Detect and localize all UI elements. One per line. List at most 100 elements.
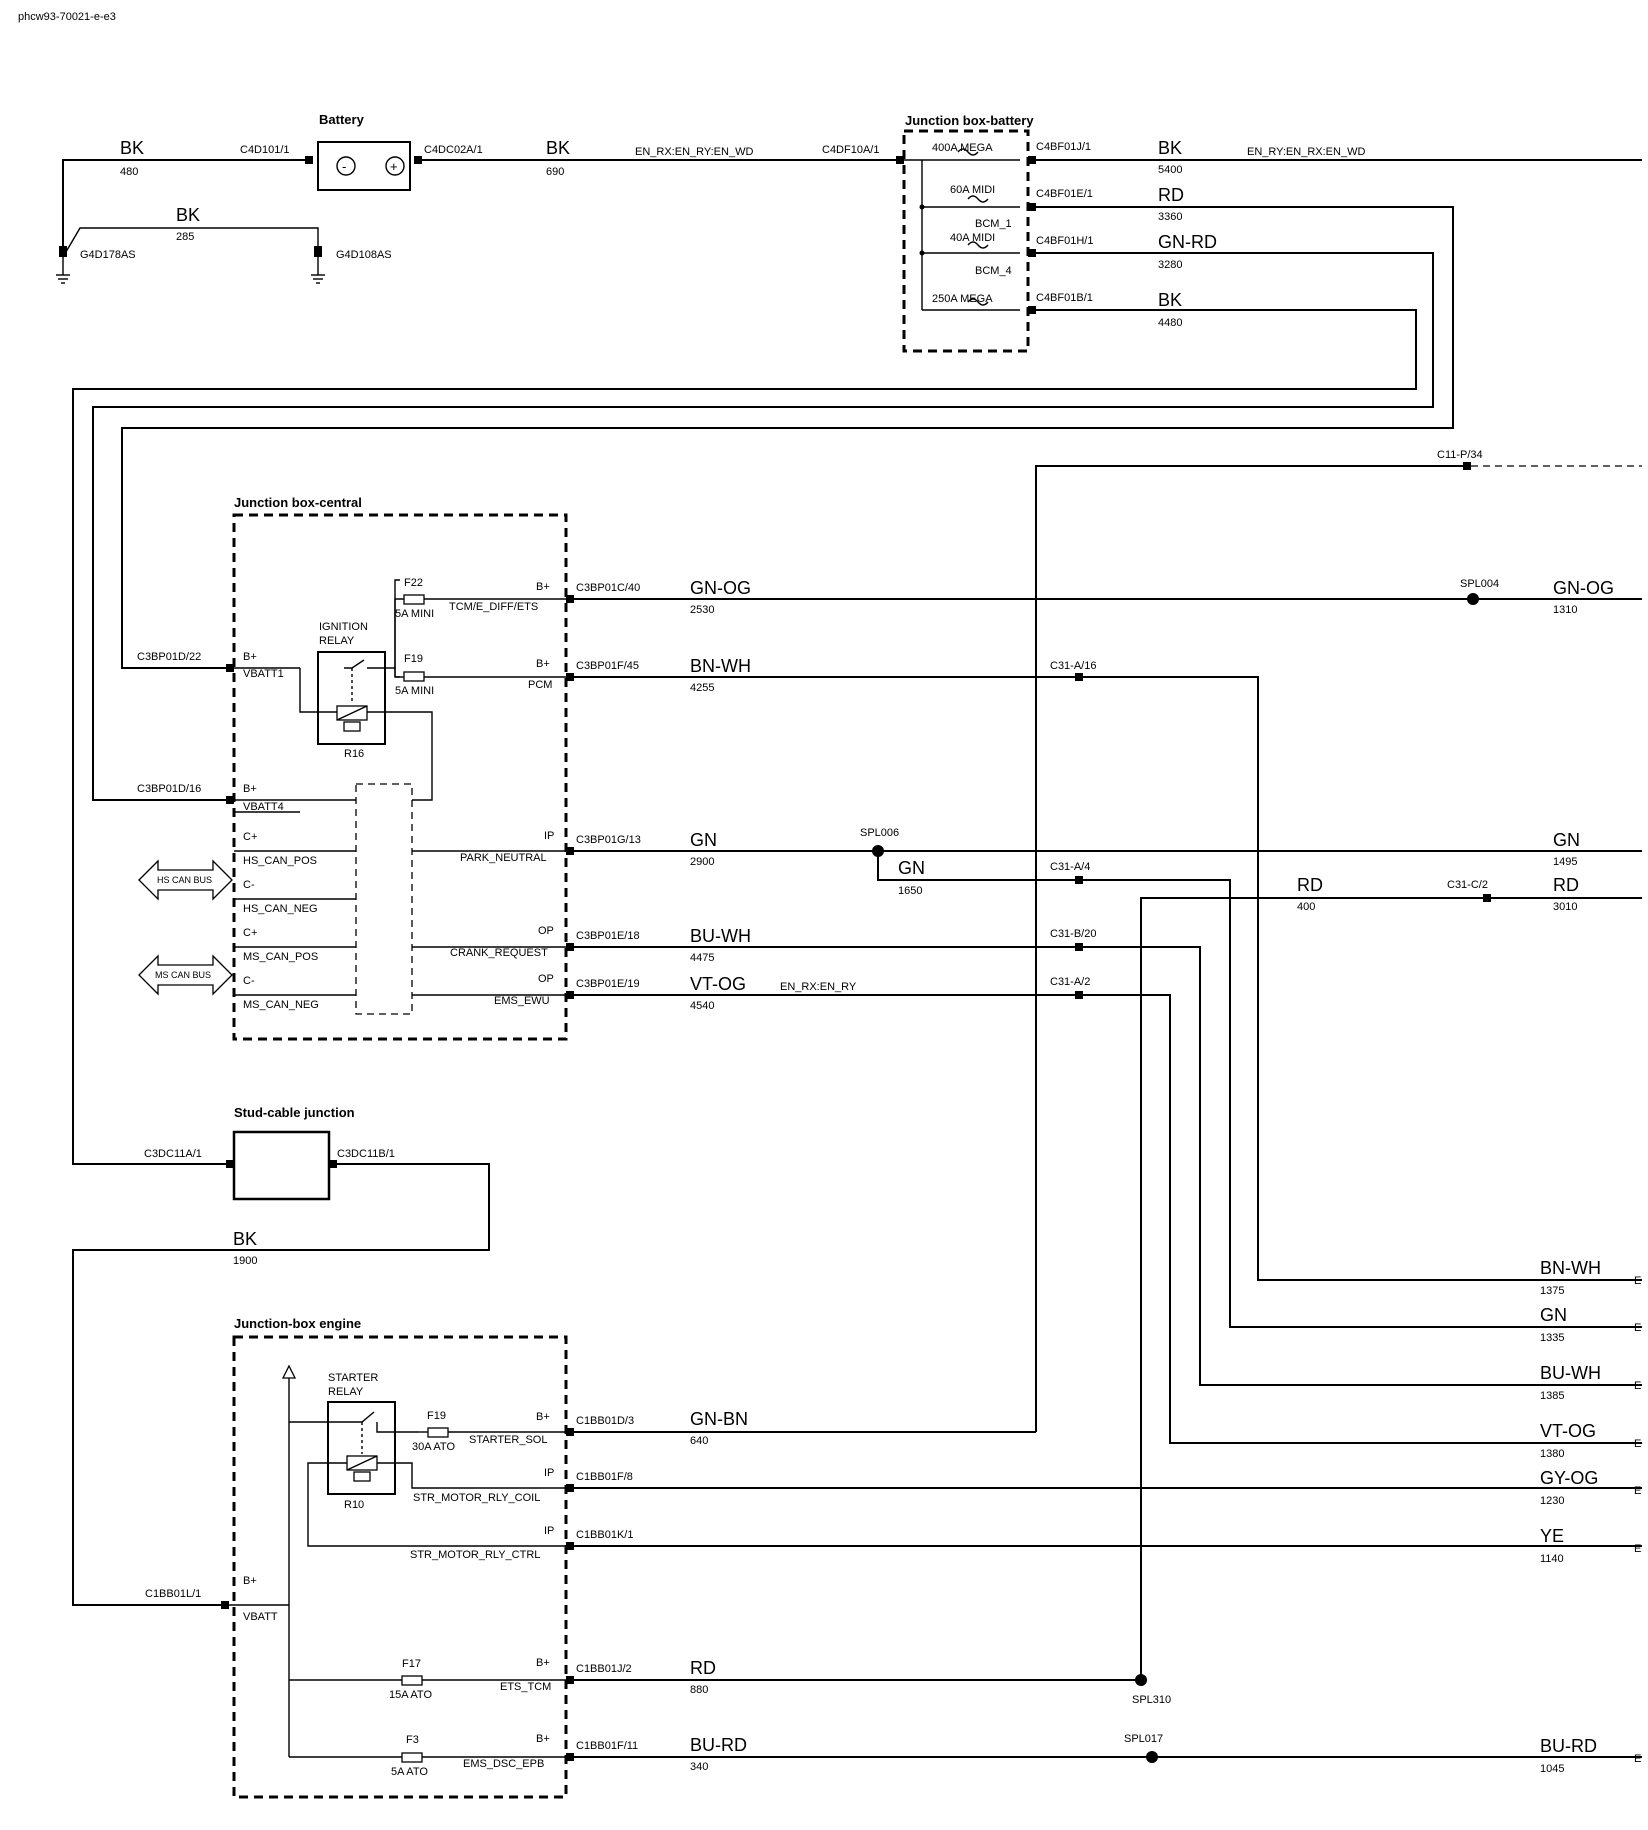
svg-text:STR_MOTOR_RLY_COIL: STR_MOTOR_RLY_COIL <box>413 1492 540 1504</box>
svg-text:C3BP01E/19: C3BP01E/19 <box>576 978 640 990</box>
svg-text:BU-RD: BU-RD <box>1540 1736 1597 1756</box>
svg-text:C4BF01J/1: C4BF01J/1 <box>1036 141 1091 153</box>
svg-text:BK: BK <box>1158 138 1182 158</box>
svg-text:SPL006: SPL006 <box>860 827 899 839</box>
svg-text:F22: F22 <box>404 577 423 589</box>
svg-text:B+: B+ <box>536 658 550 670</box>
svg-text:C3BP01G/13: C3BP01G/13 <box>576 834 641 846</box>
svg-text:C3BP01D/22: C3BP01D/22 <box>137 651 201 663</box>
svg-text:480: 480 <box>120 166 138 178</box>
svg-text:C1BB01D/3: C1BB01D/3 <box>576 1415 634 1427</box>
svg-text:C4BF01B/1: C4BF01B/1 <box>1036 292 1093 304</box>
svg-text:B+: B+ <box>536 1733 550 1745</box>
battery-section: - + Battery BK 480 C4D101/1 C4DC02A/1 BK… <box>56 112 896 284</box>
svg-text:C31-C/2: C31-C/2 <box>1447 879 1488 891</box>
svg-text:640: 640 <box>690 1435 708 1447</box>
svg-text:250A MEGA: 250A MEGA <box>932 293 993 305</box>
svg-text:-: - <box>342 159 346 174</box>
svg-text:GN: GN <box>1540 1305 1567 1325</box>
svg-text:VBATT: VBATT <box>243 1611 278 1623</box>
svg-text:C4BF01H/1: C4BF01H/1 <box>1036 235 1093 247</box>
svg-text:C1BB01K/1: C1BB01K/1 <box>576 1529 633 1541</box>
svg-text:C31-B/20: C31-B/20 <box>1050 928 1096 940</box>
svg-text:IGNITION: IGNITION <box>319 621 368 633</box>
svg-text:B+: B+ <box>536 1657 550 1669</box>
svg-text:E: E <box>1634 1322 1641 1334</box>
svg-text:BN-WH: BN-WH <box>690 656 751 676</box>
svg-text:HS_CAN_POS: HS_CAN_POS <box>243 855 317 867</box>
svg-text:C3DC11A/1: C3DC11A/1 <box>144 1148 202 1160</box>
svg-text:MS CAN BUS: MS CAN BUS <box>155 970 211 980</box>
svg-text:C1BB01J/2: C1BB01J/2 <box>576 1663 632 1675</box>
svg-text:EMS_EWU: EMS_EWU <box>494 995 550 1007</box>
svg-text:RD: RD <box>690 1658 716 1678</box>
svg-text:C1BB01F/11: C1BB01F/11 <box>576 1740 638 1752</box>
middle-wiring: SPL004 GN-OG 1310 C31-A/16 SPL006 GN 149… <box>574 578 1642 1680</box>
svg-text:GN-BN: GN-BN <box>690 1409 748 1429</box>
svg-text:4540: 4540 <box>690 1000 714 1012</box>
splice-spl017 <box>1146 1751 1158 1763</box>
svg-text:1385: 1385 <box>1540 1390 1564 1402</box>
svg-text:3010: 3010 <box>1553 901 1577 913</box>
svg-text:30A ATO: 30A ATO <box>412 1441 455 1453</box>
battery-symbol <box>317 141 411 191</box>
svg-text:C-: C- <box>243 879 255 891</box>
svg-text:GN: GN <box>898 858 925 878</box>
svg-text:HS_CAN_NEG: HS_CAN_NEG <box>243 903 318 915</box>
svg-text:BCM_1: BCM_1 <box>975 218 1012 230</box>
svg-text:1375: 1375 <box>1540 1285 1564 1297</box>
svg-text:C+: C+ <box>243 831 257 843</box>
svg-text:R10: R10 <box>344 1499 364 1511</box>
junction-box-central: Junction box-central C3BP01D/22 B+ VBATT… <box>137 495 857 1041</box>
c11-p34-wire: C11-P/34 <box>1035 449 1642 1432</box>
svg-text:GY-OG: GY-OG <box>1540 1468 1598 1488</box>
stud-junction-title: Stud-cable junction <box>234 1105 355 1120</box>
svg-text:VT-OG: VT-OG <box>1540 1421 1596 1441</box>
svg-text:GN-OG: GN-OG <box>690 578 751 598</box>
svg-text:1380: 1380 <box>1540 1448 1564 1460</box>
engine-output-wires: SPL310 SPL017 <box>574 1431 1642 1763</box>
svg-text:SPL004: SPL004 <box>1460 578 1499 590</box>
svg-text:BK: BK <box>120 138 144 158</box>
svg-text:1650: 1650 <box>898 885 922 897</box>
svg-text:BK: BK <box>233 1229 257 1249</box>
svg-text:E: E <box>1634 1753 1641 1765</box>
svg-text:BK: BK <box>176 205 200 225</box>
svg-text:VBATT1: VBATT1 <box>243 668 284 680</box>
svg-text:VT-OG: VT-OG <box>690 974 746 994</box>
svg-text:1900: 1900 <box>233 1255 257 1267</box>
svg-text:C3BP01F/45: C3BP01F/45 <box>576 660 639 672</box>
svg-text:F19: F19 <box>427 1410 446 1422</box>
svg-text:40A MIDI: 40A MIDI <box>950 232 995 244</box>
svg-text:STARTER_SOL: STARTER_SOL <box>469 1434 547 1446</box>
battery-title: Battery <box>319 112 365 127</box>
svg-text:EN_RX:EN_RY:EN_WD: EN_RX:EN_RY:EN_WD <box>635 146 753 158</box>
junction-box-engine: Junction-box engine C1BB01L/1 B+ VBATT S… <box>145 1316 748 1799</box>
svg-text:285: 285 <box>176 231 194 243</box>
svg-text:R16: R16 <box>344 748 364 760</box>
svg-text:E: E <box>1634 1485 1641 1497</box>
svg-text:3280: 3280 <box>1158 259 1182 271</box>
svg-text:4480: 4480 <box>1158 317 1182 329</box>
svg-text:STR_MOTOR_RLY_CTRL: STR_MOTOR_RLY_CTRL <box>410 1549 540 1561</box>
svg-text:B+: B+ <box>243 1575 257 1587</box>
svg-text:ETS_TCM: ETS_TCM <box>500 1681 551 1693</box>
svg-text:5A MINI: 5A MINI <box>395 685 434 697</box>
svg-text:E: E <box>1634 1543 1641 1555</box>
svg-text:2530: 2530 <box>690 604 714 616</box>
svg-text:F17: F17 <box>402 1658 421 1670</box>
svg-text:5A ATO: 5A ATO <box>391 1766 428 1778</box>
svg-text:C1BB01L/1: C1BB01L/1 <box>145 1588 201 1600</box>
junction-box-battery: Junction box-battery C4DF10A/1 400A MEGA… <box>822 113 1365 353</box>
svg-text:GN-RD: GN-RD <box>1158 232 1217 252</box>
right-wire-labels: BN-WH 1375 E GN 1335 E BU-WH 1385 E VT-O… <box>1540 1258 1641 1775</box>
svg-text:RELAY: RELAY <box>319 635 355 647</box>
svg-text:BU-RD: BU-RD <box>690 1735 747 1755</box>
svg-text:BU-WH: BU-WH <box>1540 1363 1601 1383</box>
svg-text:C3BP01C/40: C3BP01C/40 <box>576 582 640 594</box>
svg-text:E: E <box>1634 1380 1641 1392</box>
svg-text:3360: 3360 <box>1158 211 1182 223</box>
svg-text:5400: 5400 <box>1158 164 1182 176</box>
svg-text:880: 880 <box>690 1684 708 1696</box>
svg-text:YE: YE <box>1540 1526 1564 1546</box>
